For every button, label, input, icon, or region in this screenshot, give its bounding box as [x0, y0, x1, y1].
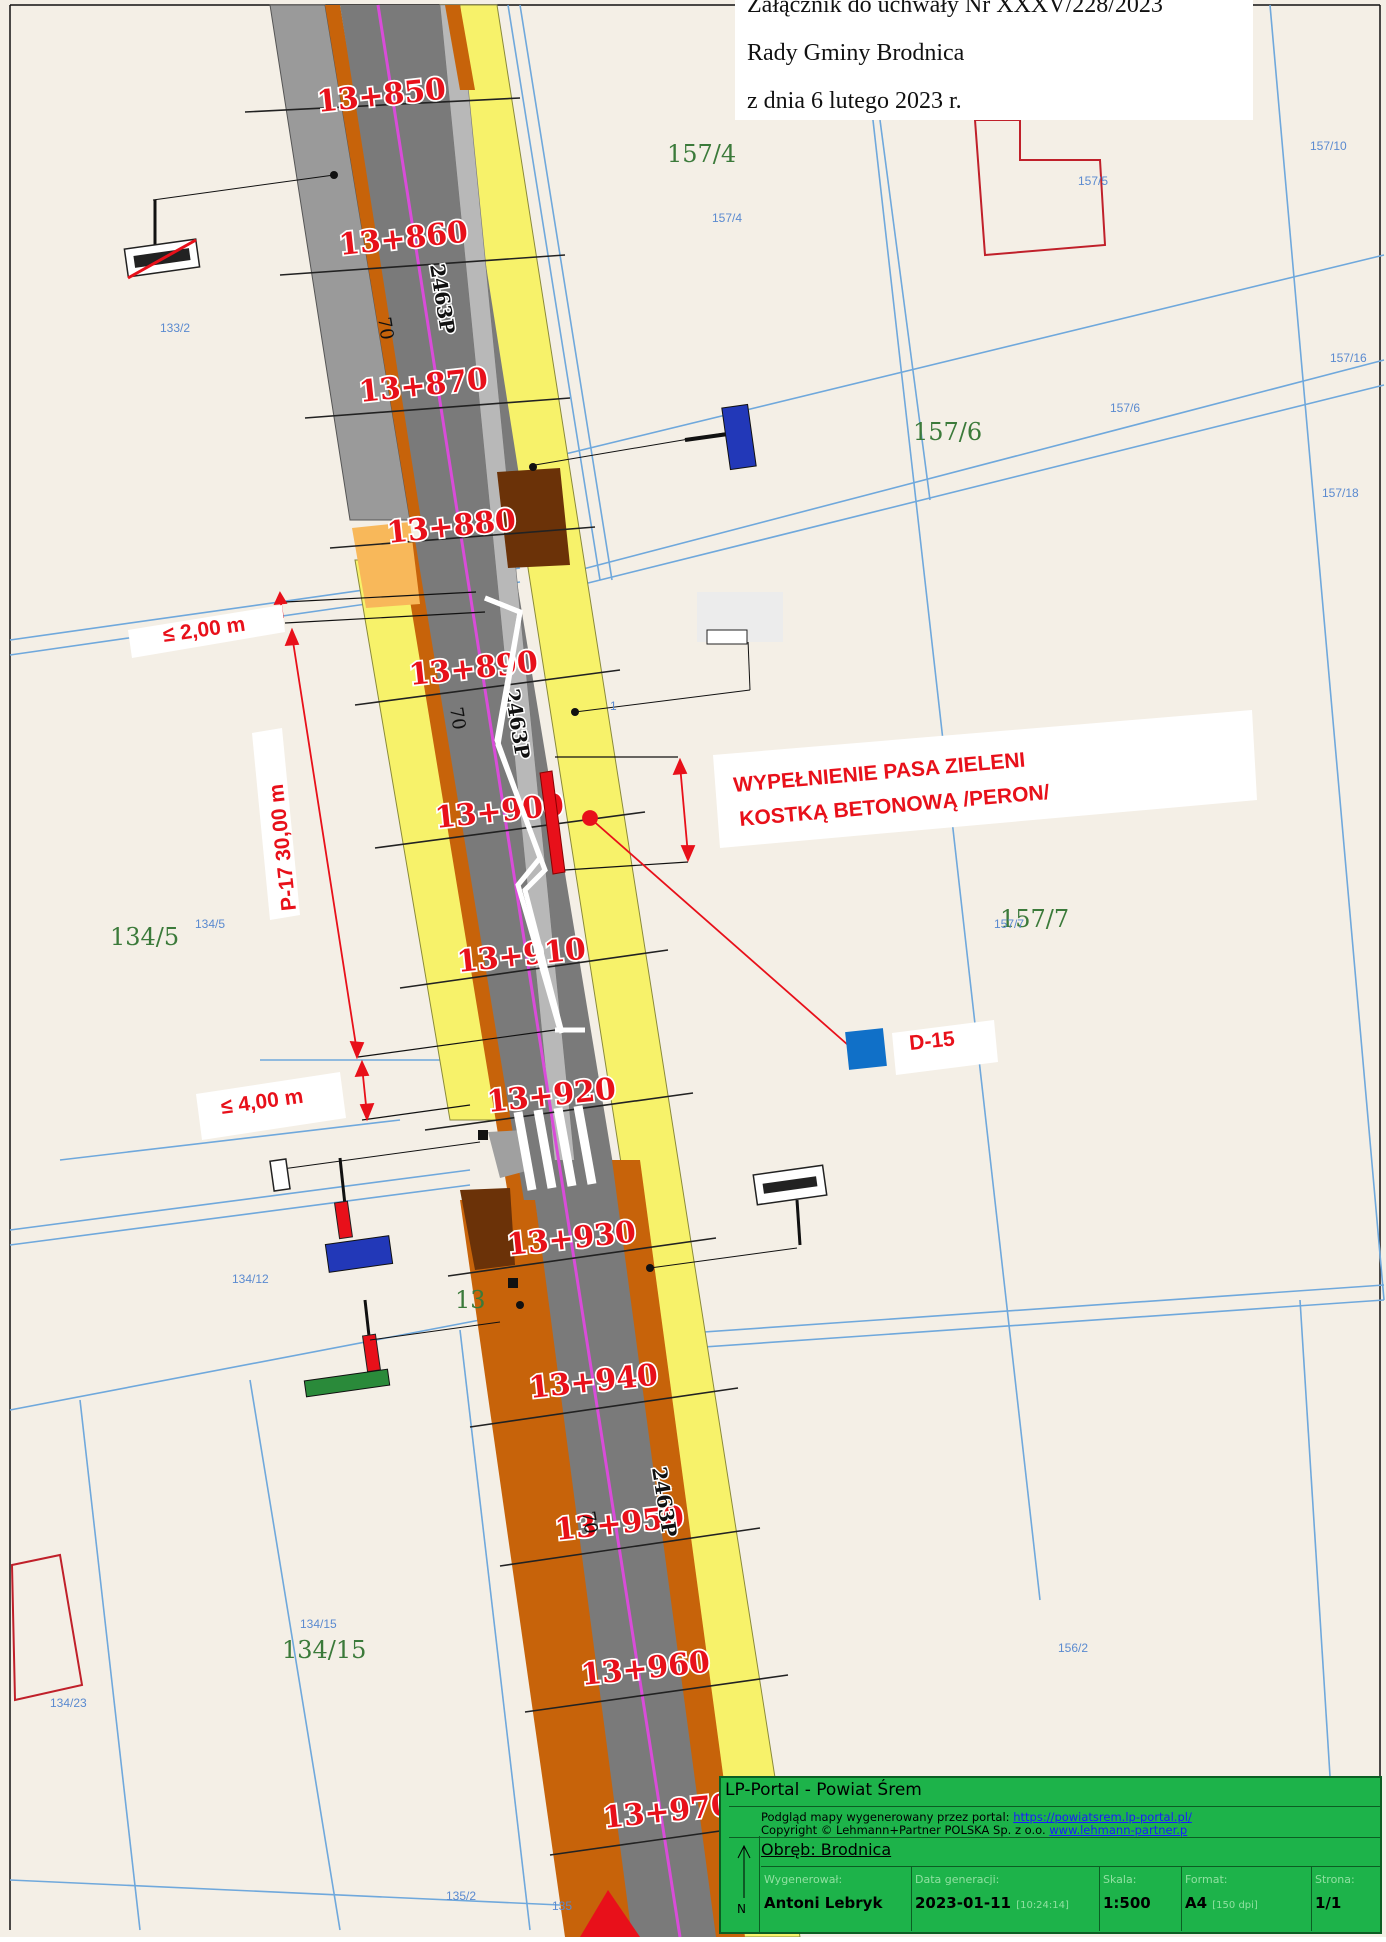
- header-line-1: Załącznik do uchwały Nr XXXV/228/2023: [747, 0, 1163, 18]
- dimension-lines: [284, 591, 689, 1121]
- resolution-header: Załącznik do uchwały Nr XXXV/228/2023 Ra…: [735, 0, 1253, 120]
- portal-title: LP-Portal - Powiat Śrem: [725, 1780, 922, 1800]
- cell-date: Data generacji: 2023-01-11 [10:24:14]: [911, 1867, 1099, 1931]
- sign-bus-stop-icon: [574, 592, 783, 713]
- chainage-ticks: [244, 97, 813, 1856]
- generated-by-value: Antoni Lebryk: [764, 1894, 883, 1912]
- scale-value: 1:500: [1103, 1894, 1151, 1912]
- parcel-number-small: 134/23: [50, 1696, 87, 1710]
- parcel-number-small: 156/2: [1058, 1641, 1088, 1655]
- cell-scale: Skala: 1:500: [1099, 1867, 1181, 1931]
- building-134-23: [10, 1553, 84, 1702]
- cell-format: Format: A4 [150 dpi]: [1181, 1867, 1311, 1931]
- north-arrow-icon: N: [729, 1836, 760, 1932]
- sign-town-end-icon: [123, 174, 335, 280]
- format-value: A4 [150 dpi]: [1185, 1894, 1311, 1912]
- map-title-block: LP-Portal - Powiat Śrem Podgląd mapy wyg…: [719, 1776, 1382, 1934]
- header-line-3: z dnia 6 lutego 2023 r.: [747, 88, 962, 114]
- copyright-line: Copyright © Lehmann+Partner POLSKA Sp. z…: [761, 1823, 1187, 1837]
- header-line-2: Rady Gminy Brodnica: [747, 40, 965, 66]
- parcel-number-small: 157/7: [994, 917, 1024, 931]
- chainage-label: 13+850: [315, 72, 447, 120]
- copyright-link[interactable]: www.lehmann-partner.p: [1049, 1823, 1188, 1837]
- parcel-number-small: 157/5: [1078, 174, 1108, 188]
- parcel-number: 134/15: [282, 1636, 366, 1664]
- speed-label: 70: [577, 1509, 601, 1535]
- parcel-number: 134/5: [110, 923, 179, 951]
- parcel-number-small: 157/6: [1110, 401, 1140, 415]
- cell-page: Strona: 1/1: [1311, 1867, 1384, 1931]
- sign-d15-icon: [845, 1028, 887, 1070]
- dim-label-bottom: ≤ 4,00 m: [196, 1072, 346, 1140]
- date-value: 2023-01-11 [10:24:14]: [915, 1894, 1099, 1912]
- obreb-label: Obręb: Brodnica: [761, 1840, 892, 1859]
- generated-by-label: Wygenerował:: [764, 1873, 843, 1886]
- parcel-number-small: 135: [552, 1899, 572, 1913]
- sign-left-cluster-icon: [269, 1141, 501, 1398]
- page-value: 1/1: [1315, 1894, 1342, 1912]
- title-block-grid: Wygenerował: Antoni Lebryk Data generacj…: [761, 1866, 1380, 1931]
- format-label: Format:: [1185, 1873, 1228, 1886]
- parcel-number: 157/7: [1000, 905, 1069, 933]
- parcel-number-small: 157/10: [1310, 139, 1347, 153]
- sign-info-blue-icon: [534, 403, 757, 471]
- sign-d15-box: [892, 1020, 998, 1075]
- cell-generated-by: Wygenerował: Antoni Lebryk: [761, 1867, 911, 1931]
- parcel-number-small: 134/12: [232, 1272, 269, 1286]
- north-label: N: [737, 1902, 746, 1916]
- sign-d15-label: D-15: [908, 1027, 956, 1055]
- building-157-5: [973, 119, 1107, 257]
- copyright-prefix: Copyright © Lehmann+Partner POLSKA Sp. z…: [761, 1823, 1050, 1837]
- format-dpi: [150 dpi]: [1212, 1900, 1258, 1911]
- portal-note: Podgląd mapy wygenerowany przez portal: …: [729, 1806, 1380, 1838]
- parcel-number-small: 157/16: [1330, 351, 1367, 365]
- survey-points: [330, 171, 654, 1309]
- parcel-number-small: 135/2: [446, 1889, 476, 1903]
- parcel-number: 13: [455, 1286, 486, 1314]
- time-text: [10:24:14]: [1016, 1900, 1069, 1911]
- pedestrian-crossing: [513, 1105, 597, 1191]
- format-text: A4: [1185, 1894, 1208, 1912]
- parcel-number-small: 157/18: [1322, 486, 1359, 500]
- speed-label: 70: [445, 705, 469, 731]
- parcel-number-small: 133/2: [160, 321, 190, 335]
- portal-note-line: Podgląd mapy wygenerowany przez portal: …: [761, 1810, 1192, 1824]
- parcel-number-small: 157/4: [712, 211, 742, 225]
- north-arrow-svg: [737, 1844, 751, 1898]
- parcel-number: 157/6: [913, 418, 982, 446]
- date-text: 2023-01-11: [915, 1894, 1011, 1912]
- note-prefix: Podgląd mapy wygenerowany przez portal:: [761, 1810, 1014, 1824]
- parcel-number-small: 134/5: [195, 917, 225, 931]
- portal-link[interactable]: https://powiatsrem.lp-portal.pl/: [1013, 1810, 1192, 1824]
- green-belt-annotation: WYPEŁNIENIE PASA ZIELENI KOSTKĄ BETONOWĄ…: [713, 710, 1257, 848]
- bus-platform-bar: [539, 770, 566, 875]
- zigzag-marking: [484, 595, 565, 1034]
- scale-label: Skala:: [1103, 1873, 1137, 1886]
- page-label: Strona:: [1315, 1873, 1355, 1886]
- parcel-number-small: 134/15: [300, 1617, 337, 1631]
- dimension-arrows: [273, 591, 849, 1122]
- date-label: Data generacji:: [915, 1873, 1000, 1886]
- parcel-number: 157/4: [667, 140, 736, 168]
- parcel-number-small: 1: [610, 699, 617, 713]
- speed-label: 70: [373, 315, 397, 341]
- sign-town-start-icon: [649, 1164, 828, 1269]
- chainage-label: 13+950: [553, 1500, 685, 1548]
